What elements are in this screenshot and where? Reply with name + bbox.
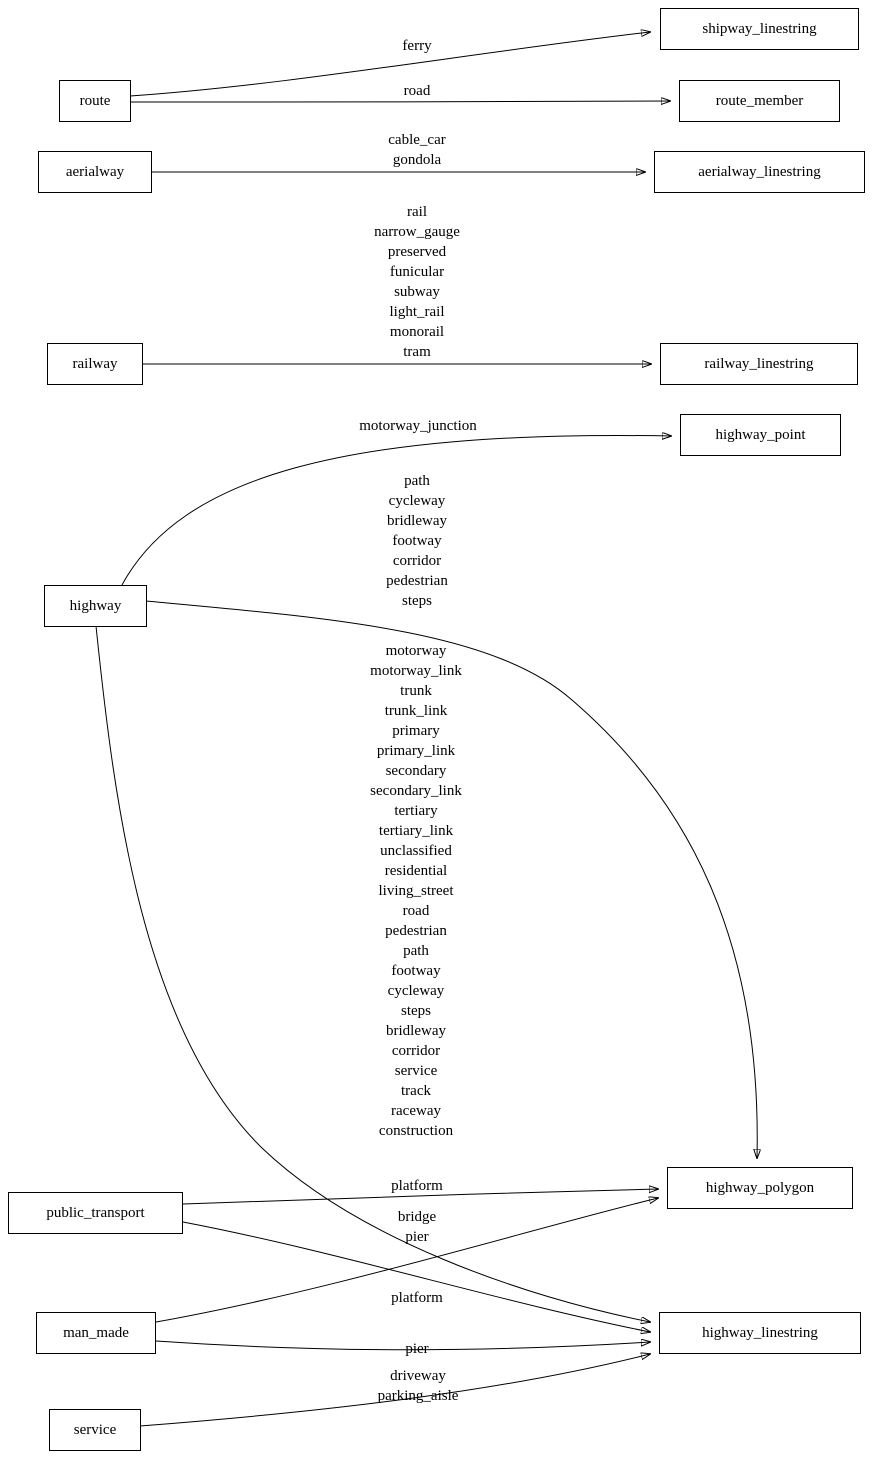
edge-route-to-route_member — [129, 101, 670, 102]
edge-label-highway-to-highway_point: motorway_junction — [359, 418, 477, 434]
edge-label-highway-to-highway_linestring: motorway motorway_link trunk trunk_link … — [370, 643, 462, 1139]
node-aerialway_linestring: aerialway_linestring — [654, 151, 865, 193]
edge-highway-to-highway_linestring — [95, 625, 650, 1322]
edge-label-public_transport-to-highway_linestring: platform — [391, 1290, 443, 1306]
edge-label-aerialway-to-aerialway_linestring: cable_car gondola — [388, 132, 446, 168]
node-highway_polygon: highway_polygon — [667, 1167, 853, 1209]
node-highway_point: highway_point — [680, 414, 841, 456]
node-public_transport: public_transport — [8, 1192, 183, 1234]
node-highway_linestring: highway_linestring — [659, 1312, 861, 1354]
node-aerialway: aerialway — [38, 151, 152, 193]
edge-label-man_made-to-highway_linestring: pier — [405, 1341, 429, 1357]
edge-label-route-to-shipway_linestring: ferry — [402, 38, 432, 54]
node-route: route — [59, 80, 131, 122]
edge-public_transport-to-highway_polygon — [182, 1189, 658, 1205]
edge-route-to-shipway_linestring — [129, 32, 650, 97]
node-man_made: man_made — [36, 1312, 156, 1354]
edge-label-route-to-route_member: road — [403, 83, 431, 99]
edge-man_made-to-highway_linestring — [155, 1341, 650, 1351]
node-service: service — [49, 1409, 141, 1451]
node-shipway_linestring: shipway_linestring — [660, 8, 859, 50]
edge-label-man_made-to-highway_polygon: bridge pier — [397, 1209, 437, 1245]
edge-label-public_transport-to-highway_polygon: platform — [391, 1178, 443, 1194]
node-highway: highway — [44, 585, 147, 627]
edge-service-to-highway_linestring — [139, 1354, 650, 1427]
node-route_member: route_member — [679, 80, 840, 122]
edge-public_transport-to-highway_linestring — [182, 1221, 650, 1332]
node-railway: railway — [47, 343, 143, 385]
edge-label-highway-to-highway_polygon: path cycleway bridleway footway corridor… — [386, 473, 448, 609]
edge-label-service-to-highway_linestring: driveway parking_aisle — [377, 1368, 459, 1404]
edge-highway-to-highway_polygon — [145, 600, 757, 1158]
edge-highway-to-highway_point — [121, 436, 671, 586]
edge-man_made-to-highway_polygon — [155, 1198, 658, 1323]
node-railway_linestring: railway_linestring — [660, 343, 858, 385]
edge-label-railway-to-railway_linestring: rail narrow_gauge preserved funicular su… — [374, 204, 460, 360]
